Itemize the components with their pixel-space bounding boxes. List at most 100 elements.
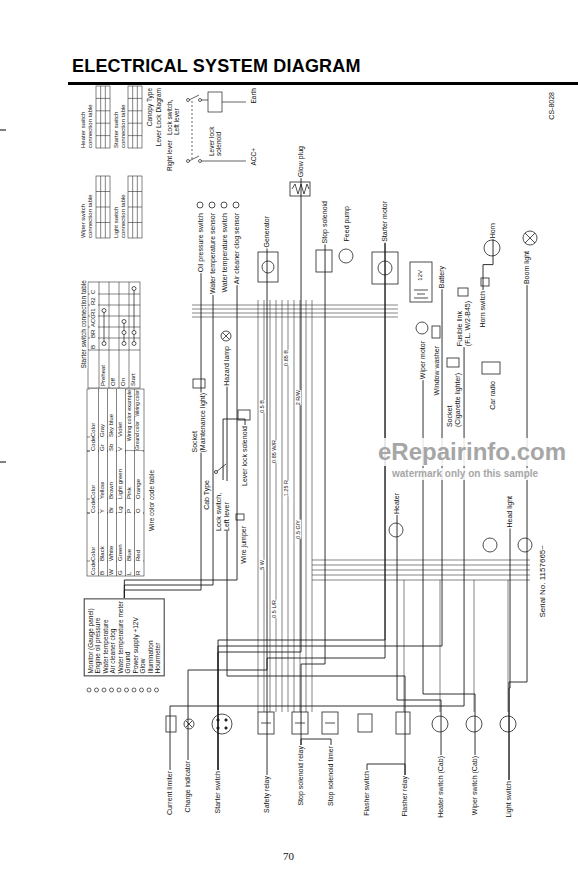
- table-cell: Code: [90, 499, 98, 513]
- component-label: Feed pump: [342, 205, 352, 242]
- lever-lock-diagram: [208, 92, 222, 112]
- lever-lock-diagram: [222, 102, 246, 103]
- component-symbol: [466, 716, 482, 732]
- wire-connector: [301, 739, 331, 745]
- wire-connector: [509, 529, 510, 780]
- component-label: Generator: [262, 215, 272, 249]
- wire-code: 5 W: [259, 560, 265, 570]
- table-cell: ACC: [90, 316, 98, 327]
- wire-code: 1.25 R: [283, 480, 289, 496]
- serial-note: Serial No. 1157665~: [538, 545, 547, 618]
- table-grid: [100, 86, 101, 148]
- table-grid: [88, 350, 140, 351]
- legend-example: Wiring color example: [126, 390, 132, 441]
- component-symbol: [223, 333, 230, 340]
- component-label: Safety relay: [262, 775, 272, 814]
- component-label: Water temperature sensor: [208, 212, 218, 295]
- table-grid: [128, 98, 142, 99]
- lever-lock-diagram: [189, 95, 199, 100]
- lever-lock-diagram: [192, 101, 193, 160]
- component-symbol: [221, 202, 227, 208]
- table-grid: [96, 110, 110, 111]
- component-label: Starter motor: [380, 200, 390, 243]
- component-text: Lock switch, Left lever: [215, 481, 231, 531]
- component-label: Fusible link(F.L. W/2-B45): [455, 300, 473, 347]
- gauge-terminal: [87, 688, 91, 692]
- table-grid: [132, 86, 133, 148]
- part-name: Earth: [250, 88, 257, 104]
- table-cell: Light green: [117, 451, 125, 499]
- gauge-terminal: [117, 688, 121, 692]
- component-label: Flasher relay: [400, 775, 410, 817]
- component-text: Heater switch (Cab): [437, 756, 445, 818]
- connection-mark: [104, 311, 105, 344]
- component-symbol: [262, 261, 274, 273]
- wire-code: 0.85 B: [283, 350, 289, 366]
- table-cell: C: [90, 283, 98, 294]
- part-name: Right lever: [166, 140, 173, 171]
- component-label: Lever lock solenoid: [240, 425, 250, 487]
- table-cell: V: [117, 437, 125, 451]
- component-symbol: [416, 322, 428, 334]
- component-text: Head light: [506, 496, 514, 528]
- component-label: Charge indicator: [183, 760, 193, 813]
- component-text: Boom light: [523, 251, 531, 284]
- table-cell: Br: [108, 499, 116, 513]
- wire-connector: [218, 178, 301, 770]
- wire-harness: [270, 300, 271, 712]
- wire-connector: [397, 515, 441, 755]
- legend-example: Ground color: [135, 421, 141, 450]
- component-text: Flasher relay: [401, 776, 409, 816]
- wire-harness: [276, 300, 277, 712]
- component-symbol: [484, 240, 500, 256]
- table-cell: Black: [99, 513, 107, 561]
- table-grid: [128, 110, 142, 111]
- table-grid: [128, 135, 142, 136]
- table-grid: [96, 222, 110, 223]
- part-name: Canopy Type: [146, 88, 153, 126]
- component-text: Stop solenoid timer: [327, 746, 335, 806]
- component-text: Ground: [124, 601, 131, 673]
- wire-harness: [192, 300, 530, 712]
- component-label: Battery: [437, 265, 447, 289]
- table-cell: Sb: [108, 437, 116, 451]
- legend-example: Wiring color: [135, 390, 141, 416]
- table-cell: Start: [130, 352, 138, 386]
- component-label: Hazard lamp: [222, 345, 232, 387]
- component-label: Lock switch, Left lever: [214, 480, 232, 532]
- connection-mark: [122, 320, 126, 324]
- wire-harness: [192, 317, 398, 318]
- connection-mark: [122, 342, 126, 346]
- part-name: Cab Type: [203, 480, 211, 510]
- component-text: Hazard lamp: [223, 346, 231, 386]
- component-symbol: [325, 723, 335, 724]
- table-grid: [128, 176, 142, 238]
- table-title: Wire color code table: [148, 470, 155, 531]
- table-cell: Preheat: [100, 352, 108, 386]
- component-symbol: [458, 288, 468, 296]
- component-text: Generator: [263, 216, 271, 248]
- component-symbol: [525, 233, 535, 243]
- component-label: Glow plug: [296, 145, 306, 178]
- component-label: Light switch: [504, 780, 514, 819]
- wire-harness: [312, 560, 530, 561]
- wire-connector: [218, 289, 442, 770]
- component-text: Light switch: [505, 781, 513, 818]
- component-symbol: [500, 716, 516, 732]
- component-symbol: [261, 723, 271, 724]
- table-grid: [96, 86, 110, 148]
- part-name: ACC+: [250, 148, 257, 166]
- component-label: Head light: [505, 495, 515, 529]
- wire-harness: [508, 580, 509, 712]
- component-symbol: [292, 184, 309, 194]
- watermark: eRepairinfo.com: [378, 438, 566, 466]
- component-text: Heater: [393, 493, 401, 514]
- connection-mark: [102, 309, 106, 313]
- wire-connector: [483, 239, 493, 290]
- component-text: (F.L. W/2-B45): [464, 301, 472, 346]
- table-grid: [105, 86, 106, 148]
- part-name: Lever Lock Diagram: [155, 88, 162, 146]
- component-text: Water temperature: [102, 601, 109, 673]
- component-symbol: [225, 727, 227, 729]
- lever-lock-diagram: [189, 156, 199, 161]
